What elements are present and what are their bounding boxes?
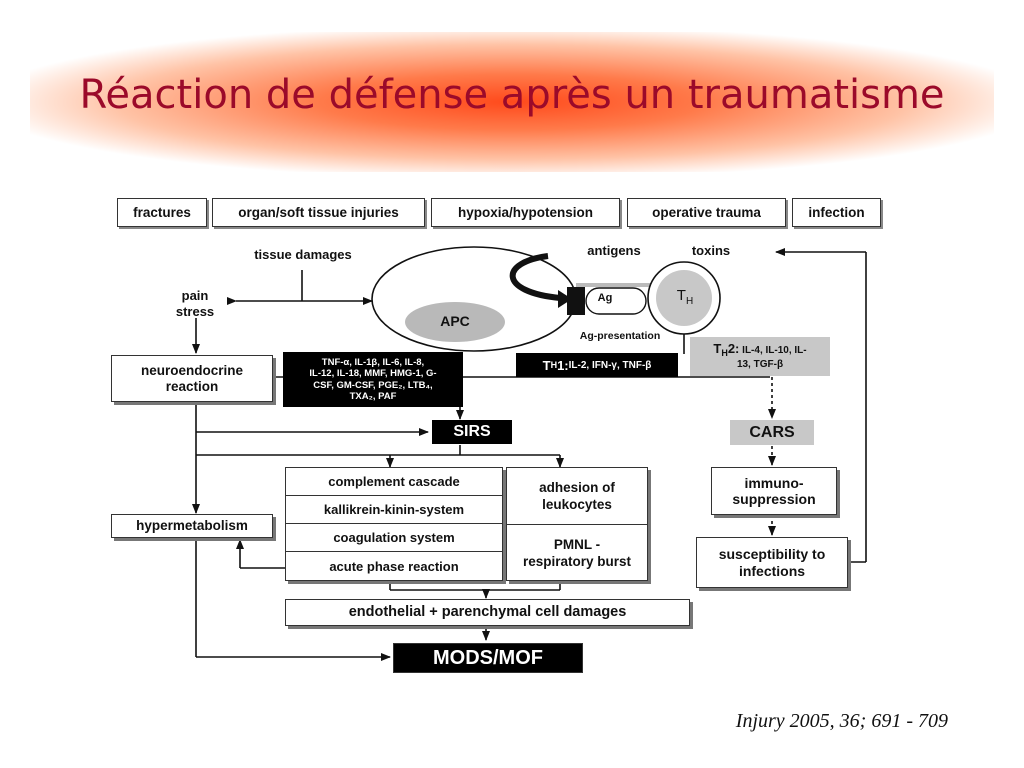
cytokines-line3: CSF, GM-CSF, PGE₂, LTB₄, (313, 379, 433, 391)
th2-cytokines-1: IL-4, IL-10, IL- (739, 345, 807, 357)
tissue-damages-label: tissue damages (254, 247, 352, 262)
th1-sub: H (550, 360, 558, 370)
neuroendocrine-line2: reaction (165, 378, 219, 394)
th2-num: 2: (727, 341, 740, 357)
pmnl-line1: PMNL - (553, 537, 601, 552)
suscept-line2: infections (738, 562, 806, 579)
cars-box: CARS (730, 420, 814, 445)
susceptibility-box: susceptibility to infections (696, 537, 848, 588)
th2-t: T (713, 341, 722, 357)
coagulation-system: coagulation system (285, 524, 503, 552)
immuno-line1: immuno- (744, 474, 804, 491)
ag-label: Ag (597, 292, 613, 304)
antigens-label: antigens (587, 243, 641, 258)
toxins-label: toxins (691, 243, 731, 258)
th1-t: T (542, 357, 551, 373)
acute-phase-reaction: acute phase reaction (329, 558, 459, 574)
endothelial-damage-box: endothelial + parenchymal cell damages (285, 599, 690, 626)
slide-title: Réaction de défense après un traumatisme (79, 72, 945, 118)
cascade-stack (285, 467, 503, 581)
adhesion-line2: leukocytes (542, 497, 612, 512)
neuroendocrine-reaction-box: neuroendocrine reaction (111, 355, 273, 402)
cytokines-line2: IL-12, IL-18, MMF, HMG-1, G- (309, 368, 437, 380)
neuroendocrine-line1: neuroendocrine (140, 362, 243, 378)
th2-cytokines-2: 13, TGF-β (736, 359, 784, 371)
cause-operative-trauma: operative trauma (627, 198, 786, 227)
leukocyte-divider (506, 524, 648, 525)
th1-num: 1: (557, 357, 569, 373)
cause-fractures: fractures (117, 198, 207, 227)
sirs-box: SIRS (432, 420, 512, 444)
cause-infection: infection (792, 198, 881, 227)
stress-label: stress (175, 304, 215, 319)
th1-cytokines: IL-2, IFN-γ, TNF-β (568, 359, 652, 371)
citation: Injury 2005, 36; 691 - 709 (735, 710, 948, 732)
hypermetabolism-box: hypermetabolism (111, 514, 273, 538)
th2-box: TH2: IL-4, IL-10, IL- 13, TGF-β (690, 337, 830, 376)
complement-cascade: complement cascade (285, 468, 503, 496)
adhesion-line1: adhesion of (539, 480, 615, 495)
cause-organ-soft-tissue-injuries: organ/soft tissue injuries (212, 198, 425, 227)
th-cell-label: TH (676, 287, 694, 307)
pain-label: pain (181, 288, 209, 303)
mods-mof-box: MODS/MOF (393, 643, 583, 673)
immunosuppression-box: immuno- suppression (711, 467, 837, 515)
suscept-line1: susceptibility to (718, 546, 826, 563)
ag-presentation-label: Ag-presentation (579, 330, 661, 342)
cause-hypoxia-hypotension: hypoxia/hypotension (431, 198, 620, 227)
cytokines-line4: TXA₂, PAF (349, 390, 397, 402)
immuno-line2: suppression (732, 491, 816, 507)
cytokines-line1: TNF-α, IL-1β, IL-6, IL-8, (321, 356, 425, 368)
cytokines-box: TNF-α, IL-1β, IL-6, IL-8, IL-12, IL-18, … (283, 352, 463, 407)
title-glow-band (30, 32, 994, 172)
th2-sub: H (721, 348, 728, 359)
apc-label: APC (440, 313, 470, 329)
pmnl-line2: respiratory burst (522, 554, 632, 569)
kallikrein-kinin-system: kallikrein-kinin-system (285, 496, 503, 524)
